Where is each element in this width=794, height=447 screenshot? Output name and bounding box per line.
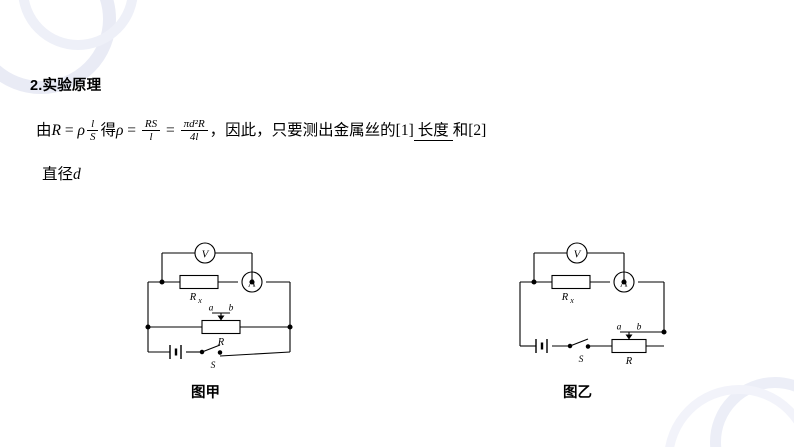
figure1-terminal-a-label: a: [209, 304, 214, 314]
figure1-switch-label: S: [211, 361, 216, 371]
formula-lead: 由: [36, 122, 52, 139]
formula-equals-3: =: [166, 122, 175, 139]
formula-R: R: [51, 122, 61, 139]
fraction-1-numerator: l: [91, 117, 95, 130]
fraction-3-numerator: πd²R: [183, 117, 205, 130]
circuit-diagram-jia: V A R x R a b S: [145, 242, 293, 371]
decorative-circle-bottom-right-2: [664, 385, 794, 447]
formula-rho-1: ρ: [77, 122, 85, 139]
second-line-text: 直径: [42, 166, 74, 183]
figure2-rheostat-label: R: [625, 356, 633, 367]
figure1-resistor-sublabel: x: [197, 296, 202, 305]
fraction-1-denominator: S: [86, 129, 99, 143]
figure2-resistor-label: R: [561, 292, 569, 303]
principle-second-line: 直径d: [42, 162, 81, 184]
figure1-caption: 图甲: [191, 385, 220, 401]
figure2-terminal-a-label: a: [617, 323, 622, 333]
answer-blank-1: 长度: [413, 118, 453, 141]
circuit-diagram-yi: V A R x R a b S: [519, 242, 667, 367]
figure2-resistor-sublabel: x: [569, 296, 574, 305]
figure2-ammeter-label: A: [620, 278, 628, 290]
figure2-voltmeter-label: V: [574, 249, 582, 261]
formula-mid-text: 和[2]: [452, 122, 487, 139]
figure2-terminal-b-label: b: [637, 323, 642, 333]
formula-tail-text: ，因此，只要测出金属丝的[1]: [209, 122, 414, 139]
fraction-2-numerator: RS: [144, 117, 158, 130]
figure2-caption: 图乙: [563, 385, 592, 401]
figure2-switch-label: S: [579, 355, 584, 365]
second-line-symbol: d: [73, 166, 81, 183]
figure1-ammeter-label: A: [248, 278, 256, 290]
figure1-voltmeter-label: V: [202, 249, 210, 261]
formula-equals-2: =: [127, 122, 137, 139]
fraction-3-denominator: 4l: [180, 129, 208, 143]
page-title: 2.实验原理: [30, 78, 102, 94]
fraction-2-denominator: l: [141, 129, 161, 143]
formula-de: 得: [100, 122, 116, 139]
formula-rho-2: ρ: [115, 122, 124, 139]
figure1-terminal-b-label: b: [229, 304, 234, 314]
figure1-resistor-label: R: [189, 292, 197, 303]
formula-equals-1: =: [64, 122, 74, 139]
figure1-rheostat-label: R: [217, 337, 225, 348]
